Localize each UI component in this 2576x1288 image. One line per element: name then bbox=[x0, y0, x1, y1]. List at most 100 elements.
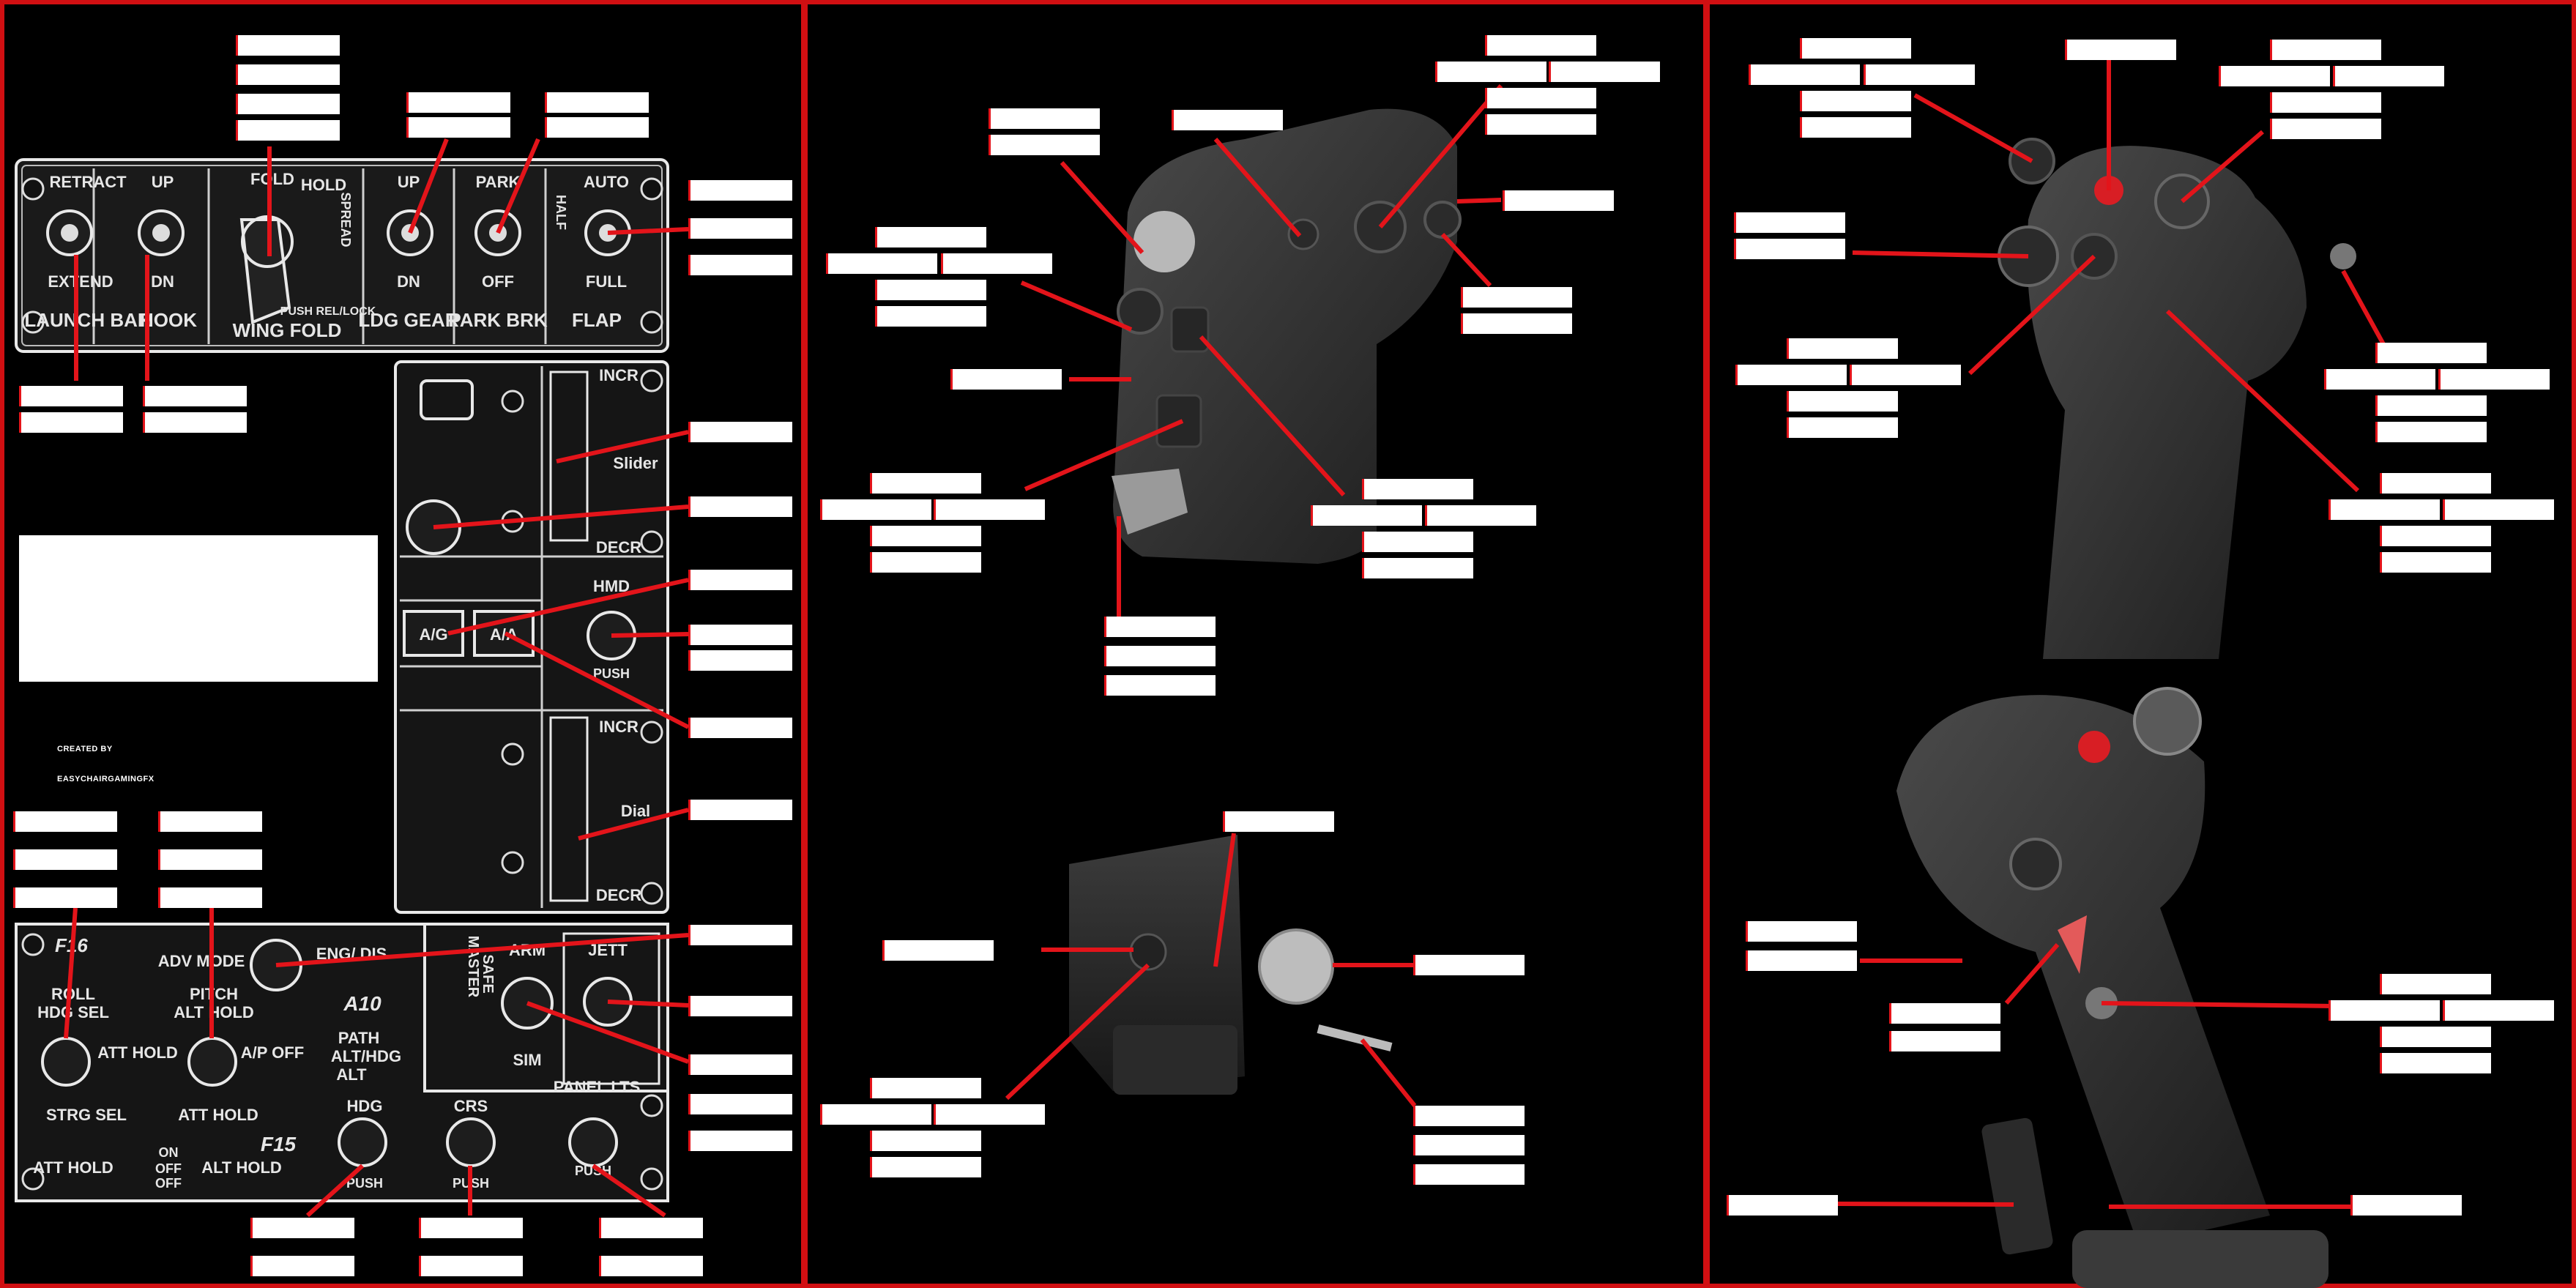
callout-box bbox=[158, 887, 262, 908]
callout-box bbox=[1727, 1195, 1838, 1216]
callout-box bbox=[2270, 92, 2381, 113]
stick-red-button bbox=[2094, 176, 2123, 205]
callout-box bbox=[2329, 1000, 2440, 1021]
callout-box bbox=[1889, 1003, 2000, 1024]
label-half: HALF bbox=[554, 195, 568, 230]
callout-box bbox=[870, 1131, 981, 1151]
callout-box bbox=[406, 92, 510, 113]
callout-box bbox=[2350, 1195, 2462, 1216]
callout-box bbox=[1425, 505, 1536, 526]
callout-box bbox=[688, 625, 792, 645]
callout-box bbox=[1749, 64, 1860, 85]
callout-box bbox=[1549, 62, 1660, 82]
callout-box bbox=[2443, 499, 2554, 520]
callout-box bbox=[870, 1078, 981, 1098]
throttle-wheel bbox=[1170, 306, 1210, 353]
callout-box bbox=[882, 940, 994, 961]
label-hold: HOLD bbox=[301, 176, 346, 194]
stick-hat-4 bbox=[2071, 233, 2118, 280]
callout-box bbox=[2324, 369, 2435, 390]
stick-base bbox=[2072, 1230, 2329, 1288]
label-panel-lts: PANEL LTS bbox=[554, 1078, 641, 1096]
label-att-hold-1: ATT HOLD bbox=[97, 1043, 178, 1062]
label-dn-hook: DN bbox=[151, 272, 174, 291]
callout-box bbox=[236, 35, 340, 56]
callout-box bbox=[2329, 499, 2440, 520]
label-hook: HOOK bbox=[140, 309, 197, 331]
stick-trigger bbox=[2058, 915, 2087, 974]
label-alt-hold-2: ALT HOLD bbox=[201, 1158, 282, 1177]
stick-hat-6 bbox=[2009, 838, 2062, 890]
callout-box bbox=[688, 1131, 792, 1151]
callout-box bbox=[2270, 40, 2381, 60]
stick-hat-3 bbox=[1998, 226, 2059, 287]
callout-box bbox=[250, 1256, 354, 1276]
label-a10: A10 bbox=[343, 992, 381, 1015]
callout-box bbox=[1461, 313, 1572, 334]
callout-box bbox=[19, 412, 123, 433]
callout-box bbox=[2438, 369, 2550, 390]
callout-box bbox=[599, 1218, 703, 1238]
label-wing-fold: WING FOLD bbox=[233, 319, 342, 341]
stick-red-button-2 bbox=[2078, 731, 2110, 763]
callout-box bbox=[1362, 532, 1473, 552]
callout-box bbox=[1787, 417, 1898, 438]
label-up-hook: UP bbox=[152, 173, 174, 191]
callout-box bbox=[13, 811, 117, 832]
callout-box bbox=[1362, 558, 1473, 578]
callout-box bbox=[250, 1218, 354, 1238]
callout-box bbox=[419, 1256, 523, 1276]
label-strg-sel: STRG SEL bbox=[46, 1106, 127, 1124]
callout-box bbox=[1461, 287, 1572, 308]
callout-box bbox=[2375, 343, 2487, 363]
label-on: ON bbox=[159, 1145, 179, 1160]
throttle-knob bbox=[1133, 211, 1195, 272]
callout-box bbox=[143, 386, 247, 406]
label-decr-slider: DECR bbox=[596, 538, 641, 556]
callout-box bbox=[1104, 646, 1216, 666]
credit-line-2: EASYCHAIRGAMINGFX bbox=[57, 775, 155, 783]
callout-box bbox=[2219, 66, 2330, 86]
mini-module-base bbox=[1113, 1025, 1237, 1095]
label-spread: SPREAD bbox=[338, 192, 353, 247]
callout-box bbox=[1787, 391, 1898, 412]
callout-box bbox=[2065, 40, 2176, 60]
callout-box bbox=[1413, 1135, 1525, 1155]
callout-box bbox=[2333, 66, 2444, 86]
callout-box bbox=[13, 887, 117, 908]
callout-box bbox=[870, 526, 981, 546]
callout-box bbox=[688, 218, 792, 239]
callout-box bbox=[989, 108, 1100, 129]
callout-box bbox=[1787, 338, 1898, 359]
callout-box bbox=[1311, 505, 1422, 526]
callout-box bbox=[1413, 1164, 1525, 1185]
callout-box bbox=[1734, 239, 1845, 259]
callout-box bbox=[1746, 950, 1857, 971]
label-dn-gear: DN bbox=[397, 272, 420, 291]
callout-box bbox=[2375, 422, 2487, 442]
label-att-hold-3: ATT HOLD bbox=[33, 1158, 113, 1177]
callout-box bbox=[19, 386, 123, 406]
callout-box bbox=[2380, 974, 2491, 994]
callout-box bbox=[1850, 365, 1961, 385]
throttle-thumbwheel bbox=[1155, 394, 1202, 448]
callout-box bbox=[2380, 526, 2491, 546]
stick-pinky-lever bbox=[1981, 1117, 2053, 1255]
label-off-1: OFF bbox=[155, 1161, 182, 1176]
callout-box bbox=[1734, 212, 1845, 233]
callout-box bbox=[143, 412, 247, 433]
label-ag: A/G bbox=[419, 625, 447, 644]
callout-box bbox=[875, 280, 986, 300]
callout-box bbox=[688, 996, 792, 1016]
label-push-rel-lock: PUSH REL/LOCK bbox=[280, 305, 376, 318]
callout-box bbox=[1746, 921, 1857, 942]
label-pitch: PITCH bbox=[190, 985, 238, 1003]
callout-box bbox=[688, 255, 792, 275]
mini-module-lever bbox=[1317, 1024, 1393, 1051]
callout-box bbox=[2380, 473, 2491, 494]
label-extend: EXTEND bbox=[48, 272, 113, 291]
label-crs: CRS bbox=[454, 1097, 488, 1115]
callout-box bbox=[688, 718, 792, 738]
label-off-2: OFF bbox=[155, 1176, 182, 1191]
callout-box bbox=[236, 64, 340, 85]
